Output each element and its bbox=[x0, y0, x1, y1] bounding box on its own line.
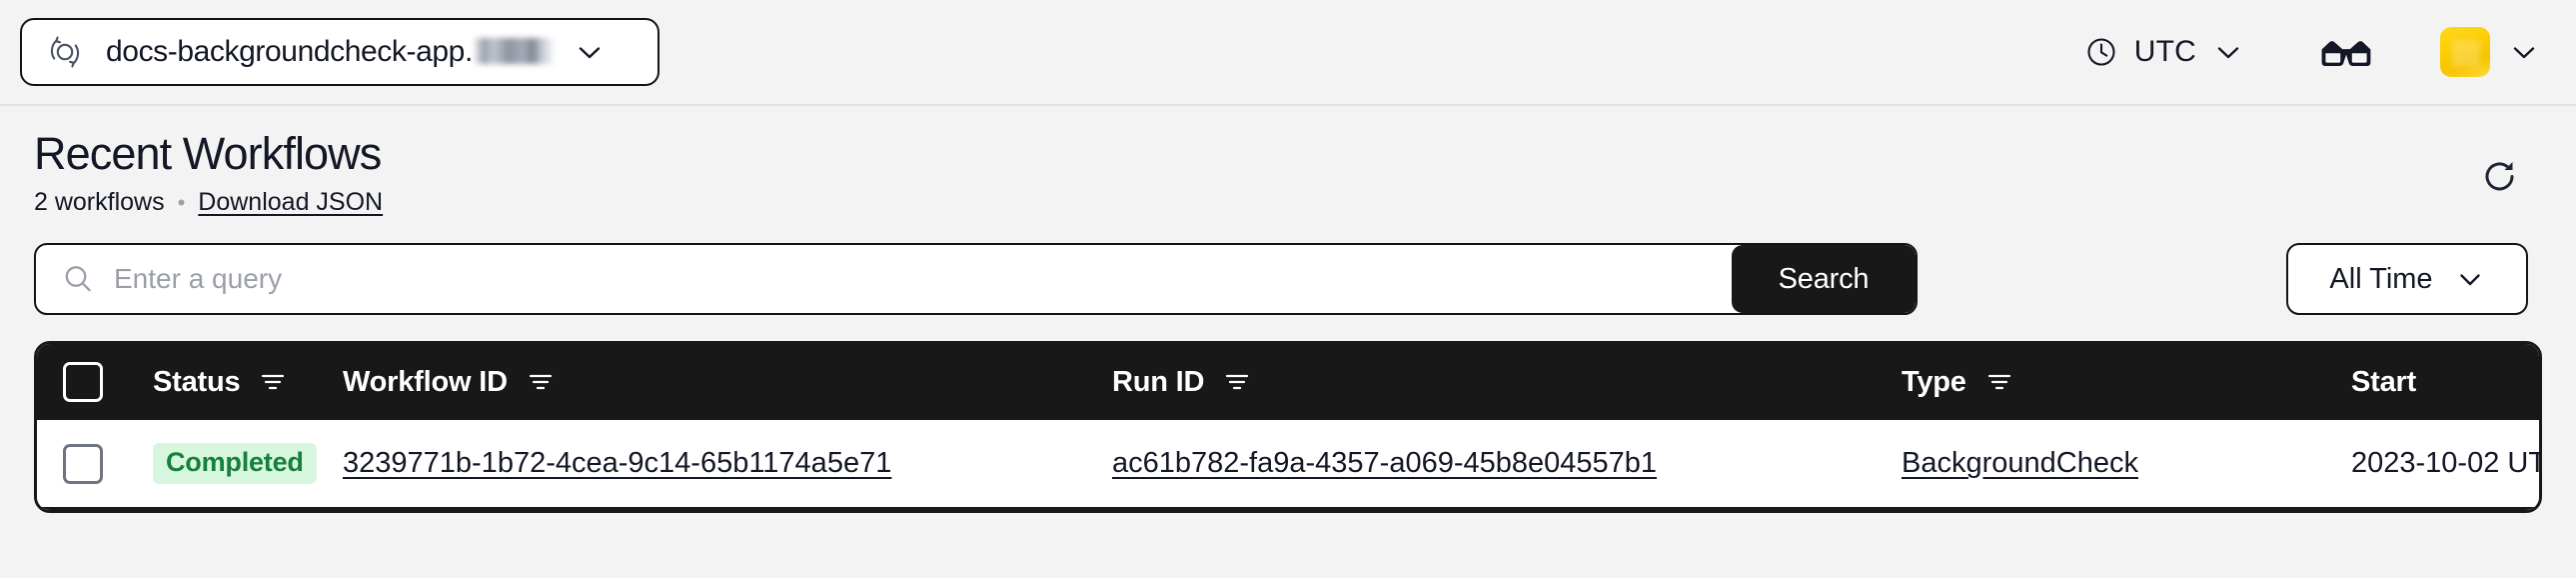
timezone-selector[interactable]: UTC bbox=[2074, 27, 2254, 77]
avatar bbox=[2440, 27, 2490, 77]
filter-icon[interactable] bbox=[1984, 367, 2014, 397]
download-json-link[interactable]: Download JSON bbox=[198, 188, 384, 217]
cell-run-id: ac61b782-fa9a-4357-a069-45b8e04557b1 bbox=[1112, 447, 1902, 480]
row-select-cell bbox=[37, 443, 153, 484]
select-all-cell bbox=[37, 362, 153, 403]
page-subline: 2 workflows • Download JSON bbox=[34, 188, 2542, 217]
chevron-down-icon bbox=[2455, 264, 2485, 294]
cell-status: Completed bbox=[153, 443, 343, 485]
status-badge: Completed bbox=[153, 443, 317, 485]
filter-icon[interactable] bbox=[258, 367, 288, 397]
cell-workflow-id: 3239771b-1b72-4cea-9c14-65b1174a5e71 bbox=[343, 447, 1112, 480]
glasses-icon bbox=[2320, 35, 2372, 69]
page-body: Recent Workflows 2 workflows • Download … bbox=[0, 106, 2576, 514]
column-header-type[interactable]: Type bbox=[1902, 366, 2351, 399]
namespace-selector[interactable]: docs-backgroundcheck-app. bbox=[20, 18, 659, 86]
search-row: Search All Time bbox=[34, 243, 2542, 316]
search-button[interactable]: Search bbox=[1732, 245, 1916, 314]
user-menu[interactable] bbox=[2440, 27, 2540, 77]
namespace-sync-icon bbox=[44, 31, 86, 73]
search-field[interactable] bbox=[36, 245, 1732, 314]
row-checkbox[interactable] bbox=[63, 443, 103, 484]
start-time: 2023-10-02 UTC bbox=[2351, 447, 2539, 480]
run-id-link[interactable]: ac61b782-fa9a-4357-a069-45b8e04557b1 bbox=[1112, 447, 1658, 480]
search-input[interactable] bbox=[114, 245, 1732, 314]
column-label-start: Start bbox=[2351, 365, 2417, 398]
workflows-table: Status Workflow ID Run ID bbox=[34, 341, 2542, 514]
table-row[interactable]: Completed 3239771b-1b72-4cea-9c14-65b117… bbox=[37, 420, 2539, 511]
filter-icon[interactable] bbox=[1222, 367, 1252, 397]
table-header-row: Status Workflow ID Run ID bbox=[37, 344, 2539, 421]
clock-icon bbox=[2084, 35, 2118, 69]
filter-icon[interactable] bbox=[526, 367, 556, 397]
top-bar: docs-backgroundcheck-app. UTC bbox=[0, 0, 2576, 106]
column-label-workflow-id: Workflow ID bbox=[343, 365, 508, 398]
chevron-down-icon bbox=[573, 35, 607, 69]
time-range-label: All Time bbox=[2329, 262, 2433, 295]
column-header-start: Start bbox=[2351, 366, 2539, 399]
topbar-right-group: UTC bbox=[2074, 22, 2540, 82]
cell-type: BackgroundCheck bbox=[1902, 447, 2351, 480]
refresh-button[interactable] bbox=[2474, 150, 2528, 204]
namespace-label: docs-backgroundcheck-app. bbox=[106, 35, 553, 69]
column-label-status: Status bbox=[153, 365, 241, 398]
column-label-type: Type bbox=[1902, 365, 1966, 398]
glasses-button[interactable] bbox=[2298, 22, 2394, 82]
search-icon bbox=[62, 263, 94, 295]
cell-start: 2023-10-02 UTC bbox=[2351, 447, 2539, 480]
column-header-workflow-id[interactable]: Workflow ID bbox=[343, 366, 1112, 399]
column-header-run-id[interactable]: Run ID bbox=[1112, 366, 1902, 399]
timezone-label: UTC bbox=[2133, 35, 2196, 68]
column-label-run-id: Run ID bbox=[1112, 365, 1205, 398]
select-all-checkbox[interactable] bbox=[63, 362, 103, 403]
chevron-down-icon bbox=[2508, 36, 2540, 68]
search-bar: Search bbox=[34, 243, 1918, 316]
column-header-status[interactable]: Status bbox=[153, 366, 343, 399]
chevron-down-icon bbox=[2212, 36, 2244, 68]
page-header: Recent Workflows 2 workflows • Download … bbox=[34, 106, 2542, 217]
workflow-id-link[interactable]: 3239771b-1b72-4cea-9c14-65b1174a5e71 bbox=[343, 447, 892, 480]
separator-dot: • bbox=[177, 189, 186, 215]
workflow-count: 2 workflows bbox=[34, 188, 165, 217]
time-range-selector[interactable]: All Time bbox=[2286, 243, 2528, 316]
refresh-icon bbox=[2481, 157, 2521, 197]
page-title: Recent Workflows bbox=[34, 128, 382, 179]
workflow-type-link[interactable]: BackgroundCheck bbox=[1902, 447, 2138, 480]
namespace-redacted-block bbox=[474, 38, 553, 64]
